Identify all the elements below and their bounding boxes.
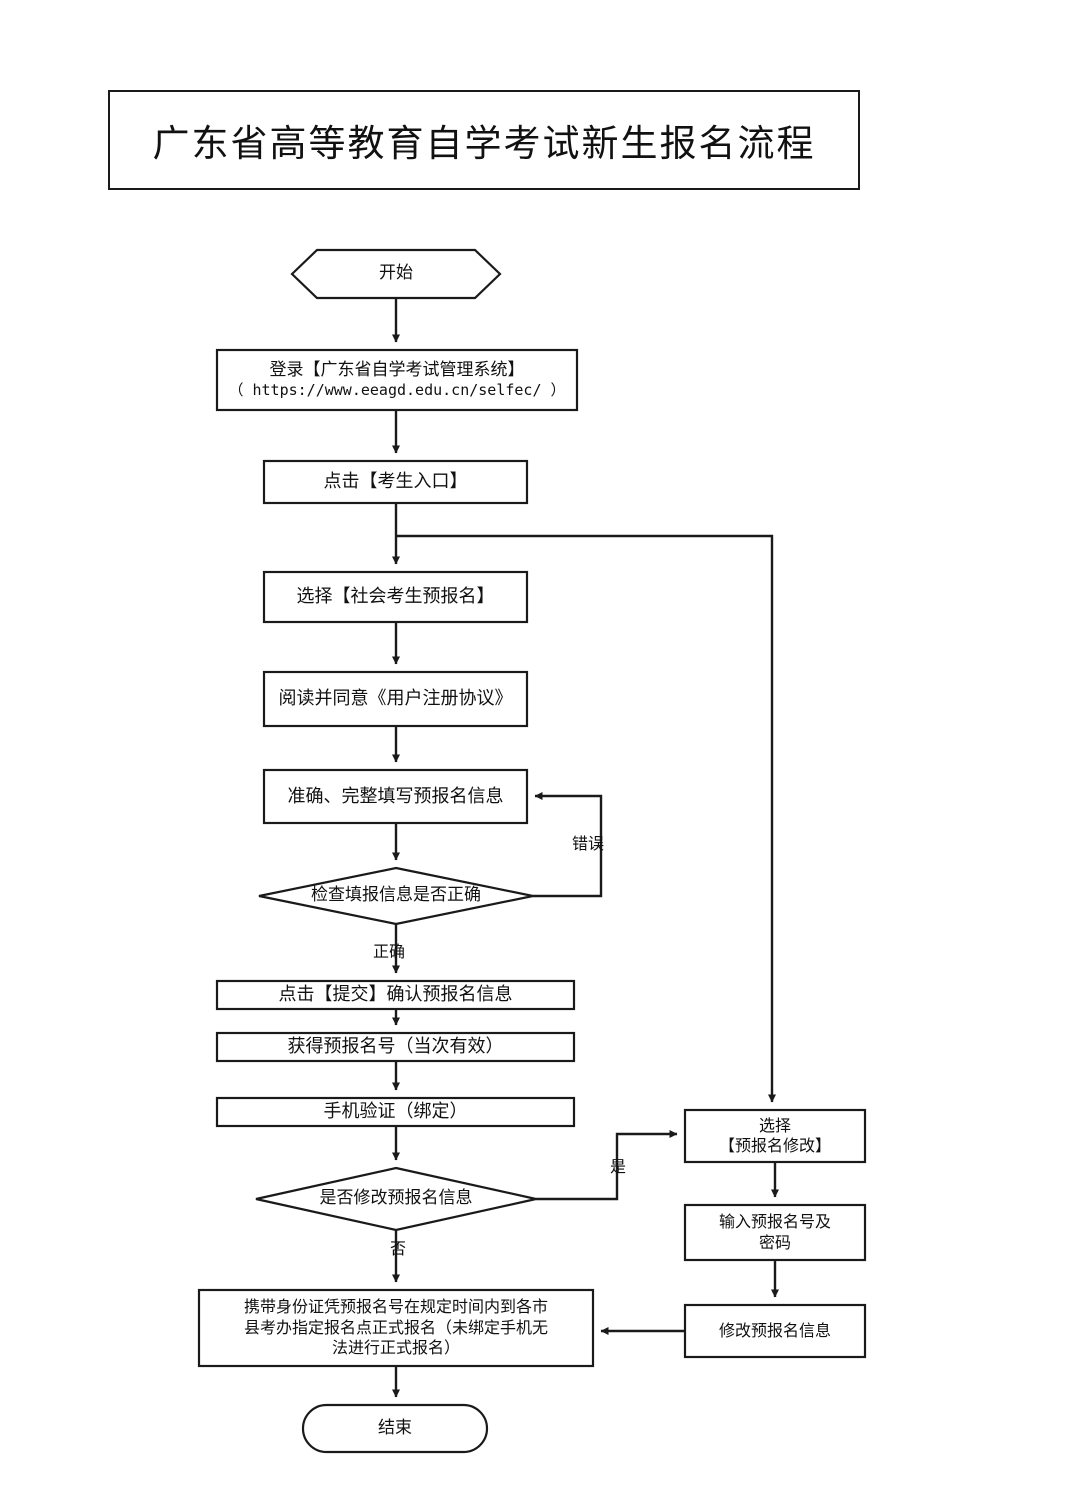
node-modify-info-shape (683, 1303, 867, 1359)
edge-modify-yes (536, 1130, 678, 1201)
node-phone-verify-shape (215, 1096, 576, 1128)
page-title: 广东省高等教育自学考试新生报名流程 (152, 122, 816, 165)
node-end-shape (301, 1403, 489, 1454)
node-agree-agreement-shape (262, 670, 529, 728)
node-login-shape (215, 348, 579, 412)
node-candidate-entry-shape (262, 459, 529, 505)
node-formal-register-shape (197, 1288, 595, 1368)
node-submit-info-shape (215, 979, 576, 1011)
edge-entry-to-modify-branch (396, 534, 776, 1103)
node-fill-info-shape (262, 768, 529, 825)
node-modify-decision-shape (255, 1166, 537, 1232)
node-check-info-shape (258, 866, 534, 926)
node-select-modify-shape (683, 1108, 867, 1164)
diagram-title-box: 广东省高等教育自学考试新生报名流程 (108, 90, 860, 190)
node-get-number-shape (215, 1031, 576, 1063)
edge-check-error-loop (533, 792, 603, 898)
node-enter-number-shape (683, 1203, 867, 1262)
node-start-shape (290, 248, 502, 300)
node-select-pre-register-shape (262, 570, 529, 624)
